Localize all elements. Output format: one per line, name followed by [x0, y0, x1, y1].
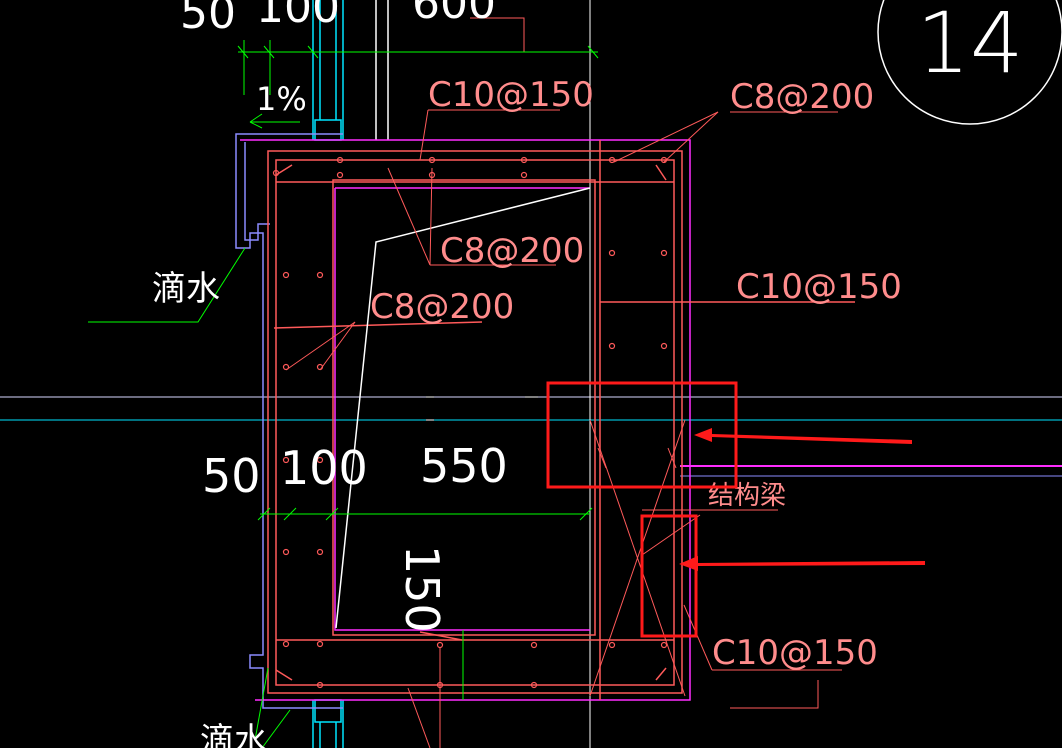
concrete-outline — [235, 133, 343, 709]
arrow-lower — [679, 556, 925, 571]
rebar-label-center-c8: C8@200 — [440, 231, 584, 271]
leader-lines — [285, 17, 842, 748]
detail-number: 14 — [917, 0, 1024, 92]
slope-label: 1% — [256, 80, 307, 118]
rebar-label-bottom-c10: C10@150 — [712, 633, 878, 673]
detail-callout: 14 — [877, 0, 1062, 125]
rebar-label-top-c10: C10@150 — [428, 75, 594, 115]
top-dim-600: 600 — [412, 0, 496, 29]
top-dim-100: 100 — [256, 0, 340, 33]
mid-dim-550: 550 — [420, 439, 508, 493]
drip-label-upper: 滴水 — [152, 269, 220, 309]
rebar-cage — [267, 150, 855, 694]
top-dim-50: 50 — [180, 0, 236, 39]
rebar-label-right-c10: C10@150 — [736, 267, 902, 307]
mid-dim-50: 50 — [202, 449, 261, 503]
drip-label-lower: 滴水 — [200, 721, 268, 748]
beam-diagonals — [589, 419, 686, 697]
rebar-label-top-right-c8: C8@200 — [730, 77, 874, 117]
window-frame-bottom — [312, 699, 344, 748]
highlight-annotations — [546, 381, 925, 638]
mid-dim-150: 150 — [395, 545, 449, 633]
rebar-label-left-c8: C8@200 — [370, 287, 514, 327]
dimension-lines — [88, 40, 599, 748]
mid-dim-100: 100 — [280, 441, 368, 495]
rebar-dots — [272, 156, 668, 689]
section-cut-line — [335, 187, 591, 629]
magenta-lines — [240, 139, 691, 701]
center-marks — [426, 396, 538, 421]
highlight-box-lower — [640, 514, 698, 638]
arrow-upper — [694, 428, 912, 444]
